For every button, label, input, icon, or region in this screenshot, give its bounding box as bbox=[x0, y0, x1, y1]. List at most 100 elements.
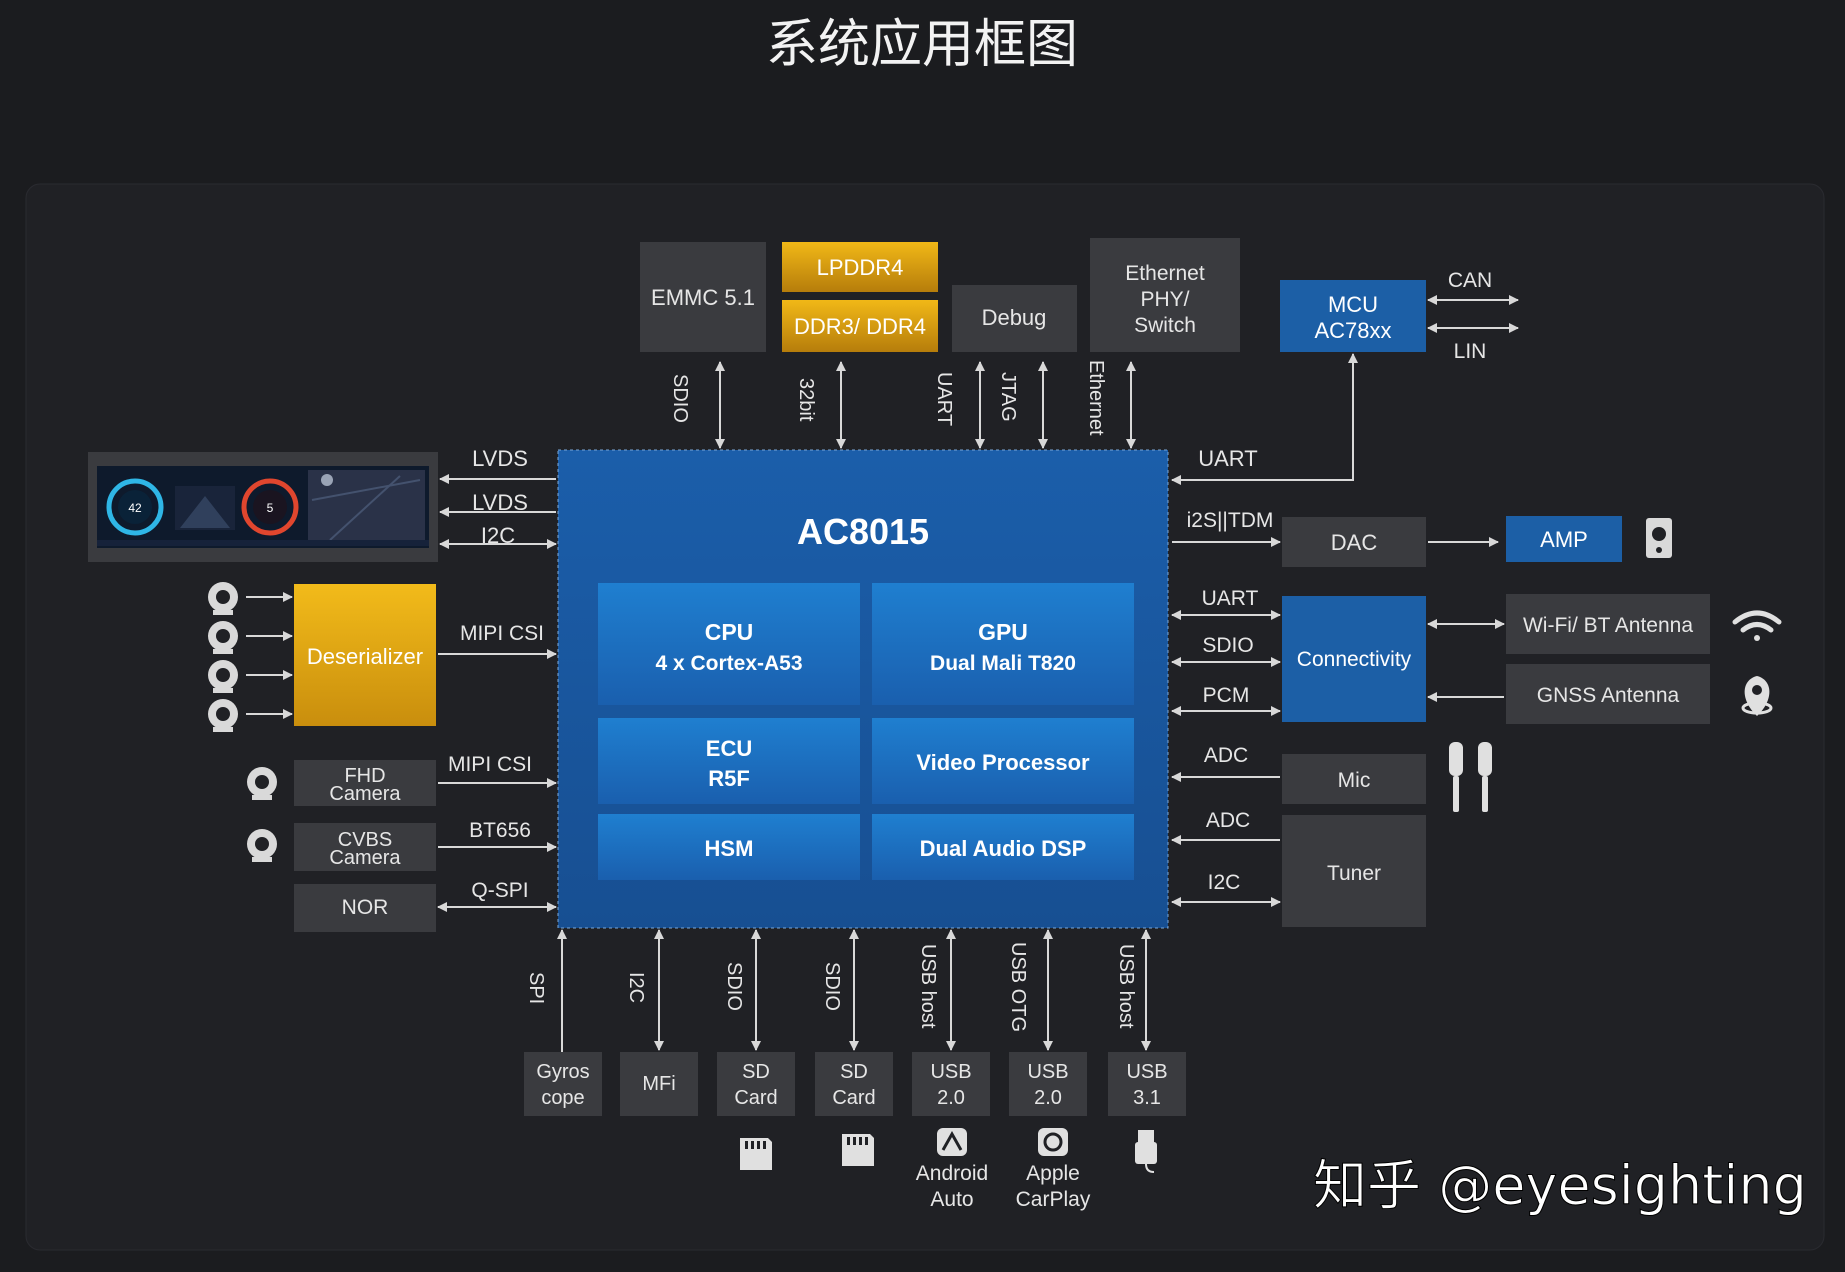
usb20-2-line1: USB bbox=[1027, 1061, 1068, 1083]
lvds2-label: LVDS bbox=[472, 490, 528, 515]
tuner-i2c-label: I2C bbox=[1208, 871, 1241, 894]
android-auto-line1: Android bbox=[916, 1162, 988, 1185]
camera-icon bbox=[208, 660, 238, 693]
deserializer-block bbox=[294, 584, 436, 726]
top-bus-32bit: 32bit bbox=[795, 378, 817, 422]
cvbs-camera-block bbox=[294, 823, 436, 871]
lin-label: LIN bbox=[1454, 340, 1487, 363]
camera-icon bbox=[208, 582, 238, 615]
ddr-label: DDR3/ DDR4 bbox=[794, 314, 926, 339]
gpu-model: Dual Mali T820 bbox=[930, 652, 1076, 675]
sd-card1-block bbox=[717, 1052, 795, 1116]
debug-block bbox=[952, 285, 1077, 352]
usb20-1-line2: 2.0 bbox=[937, 1087, 965, 1109]
left-i2c-label: I2C bbox=[481, 523, 515, 548]
ecu-core: R5F bbox=[708, 766, 750, 791]
cpu-cores: 4 x Cortex-A53 bbox=[655, 652, 802, 675]
top-bus-jtag: JTAG bbox=[997, 372, 1019, 422]
amp-block bbox=[1506, 516, 1622, 562]
mcu-line2: AC78xx bbox=[1314, 318, 1391, 343]
can-label: CAN bbox=[1448, 269, 1492, 292]
microphone-icon bbox=[1449, 742, 1492, 812]
cpu-label: CPU bbox=[705, 619, 754, 645]
carplay-icon bbox=[1038, 1128, 1068, 1156]
usb31-line1: USB bbox=[1126, 1061, 1167, 1083]
mic-block bbox=[1282, 754, 1426, 804]
usb20-1-line1: USB bbox=[930, 1061, 971, 1083]
gnss-label: GNSS Antenna bbox=[1537, 684, 1680, 707]
sd-card-icon bbox=[740, 1138, 772, 1170]
camera-icon bbox=[208, 621, 238, 654]
bottom-bus-spi: SPI bbox=[525, 972, 547, 1004]
mic-adc-label: ADC bbox=[1204, 744, 1248, 767]
sd-card-icon bbox=[842, 1134, 874, 1166]
usb20-2-block bbox=[1009, 1052, 1087, 1116]
carplay-line2: CarPlay bbox=[1016, 1188, 1091, 1211]
connectivity-label: Connectivity bbox=[1297, 648, 1412, 671]
camera-icon bbox=[247, 829, 277, 862]
page-title: 系统应用框图 bbox=[766, 15, 1078, 75]
gyroscope-line1: Gyros bbox=[536, 1061, 589, 1083]
camera-icon bbox=[208, 699, 238, 732]
mcu-uart-line bbox=[1171, 353, 1358, 485]
usb31-block bbox=[1108, 1052, 1186, 1116]
bottom-bus-usb-otg: USB OTG bbox=[1007, 942, 1029, 1032]
camera-icon bbox=[247, 767, 277, 800]
ddr-block bbox=[782, 300, 938, 352]
mcu-block bbox=[1280, 280, 1426, 352]
mic-label: Mic bbox=[1338, 769, 1371, 792]
gyroscope-line2: cope bbox=[541, 1087, 584, 1109]
hsm-label: HSM bbox=[705, 836, 754, 861]
soc-name: AC8015 bbox=[797, 511, 929, 552]
camera-icons-group bbox=[208, 582, 238, 732]
emmc-block bbox=[640, 242, 766, 352]
conn-sdio-label: SDIO bbox=[1202, 634, 1253, 657]
gpu-label: GPU bbox=[978, 619, 1028, 645]
ethernet-line1: Ethernet bbox=[1125, 262, 1205, 285]
top-bus-sdio: SDIO bbox=[669, 374, 691, 423]
usb20-1-block bbox=[912, 1052, 990, 1116]
mcu-uart-label: UART bbox=[1198, 446, 1258, 471]
i2s-label: i2S||TDM bbox=[1187, 509, 1274, 532]
tuner-label: Tuner bbox=[1327, 862, 1381, 885]
ethernet-block bbox=[1090, 238, 1240, 352]
android-auto-line2: Auto bbox=[930, 1188, 973, 1211]
lvds1-label: LVDS bbox=[472, 446, 528, 471]
video-processor-label: Video Processor bbox=[916, 750, 1090, 775]
sd-card2-line2: Card bbox=[832, 1087, 875, 1109]
bottom-bus-usb-host2: USB host bbox=[1115, 944, 1137, 1029]
nor-label: NOR bbox=[342, 896, 389, 919]
carplay-line1: Apple bbox=[1026, 1162, 1080, 1185]
speaker-icon bbox=[1646, 518, 1672, 558]
wifi-bt-label: Wi-Fi/ BT Antenna bbox=[1523, 614, 1693, 637]
bottom-bus-usb-host1: USB host bbox=[917, 944, 939, 1029]
video-processor-block bbox=[872, 718, 1134, 804]
conn-pcm-label: PCM bbox=[1203, 684, 1250, 707]
bottom-bus-sdio1: SDIO bbox=[723, 962, 745, 1011]
audio-dsp-label: Dual Audio DSP bbox=[920, 836, 1087, 861]
nor-block bbox=[294, 884, 436, 932]
watermark: 知乎 @eyesighting bbox=[1313, 1154, 1807, 1217]
dash-right-gear: 5 bbox=[267, 501, 274, 515]
lpddr4-block bbox=[782, 242, 938, 292]
cpu-block bbox=[598, 583, 860, 705]
ethernet-line3: Switch bbox=[1134, 314, 1196, 337]
top-bus-ethernet: Ethernet bbox=[1085, 360, 1107, 436]
ethernet-line2: PHY/ bbox=[1140, 288, 1189, 311]
connectivity-block bbox=[1282, 596, 1426, 722]
cvbs-line1: CVBS bbox=[338, 829, 392, 851]
wifi-icon bbox=[1732, 610, 1782, 641]
gyroscope-block bbox=[524, 1052, 602, 1116]
location-pin-icon bbox=[1741, 676, 1773, 716]
dashboard-screen: 42 5 bbox=[97, 466, 429, 548]
usb20-2-line2: 2.0 bbox=[1034, 1087, 1062, 1109]
top-bus-uart: UART bbox=[933, 372, 955, 426]
usb-drive-icon bbox=[1135, 1130, 1157, 1173]
qspi-label: Q-SPI bbox=[471, 879, 528, 902]
ecu-block bbox=[598, 718, 860, 804]
tuner-adc-label: ADC bbox=[1206, 809, 1250, 832]
usb31-line2: 3.1 bbox=[1133, 1087, 1161, 1109]
mipi-csi-2-label: MIPI CSI bbox=[448, 753, 532, 776]
bt656-label: BT656 bbox=[469, 819, 531, 842]
